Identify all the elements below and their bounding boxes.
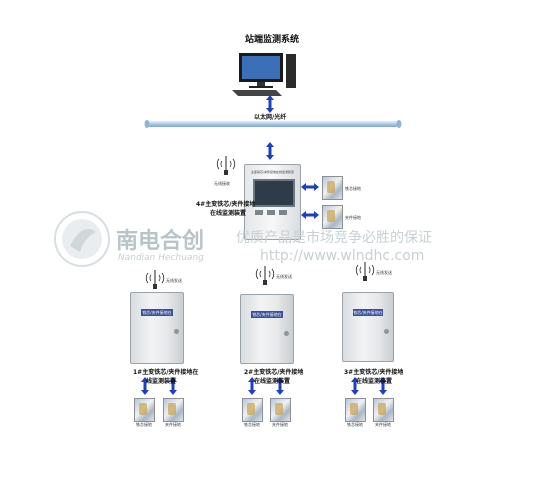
computer-icon xyxy=(232,53,296,96)
main-device-screen xyxy=(253,179,295,207)
sub2-lock-icon xyxy=(284,331,289,336)
sensor-arrow-1 xyxy=(301,183,319,191)
brand-logo-icon xyxy=(54,211,110,267)
sub2-sensor-label-2: 夹件接地 xyxy=(272,422,288,427)
main-sensor-label-2: 夹件接地 xyxy=(345,215,361,220)
sub2-name-1: 2#主变铁芯/夹件接地 xyxy=(244,369,304,376)
sub3-name-2: 在线监测装置 xyxy=(356,378,393,385)
sub1-sensor-label-2: 夹件接地 xyxy=(165,422,181,427)
sub1-sensor-label-1: 铁芯接地 xyxy=(136,422,152,427)
watermark-slogan: 优质产品是市场竞争必胜的保证 xyxy=(236,230,432,246)
system-title: 站端监测系统 xyxy=(245,35,300,45)
main-device-button xyxy=(255,210,263,215)
sub3-wireless-label: 无线发送 xyxy=(376,270,392,275)
antenna-main-icon xyxy=(216,155,236,176)
sub1-monitoring-device: 铁芯/夹件接地在线监测装置 xyxy=(130,292,184,364)
watermark-brand-cn: 南电合创 xyxy=(116,229,205,254)
watermark-brand-en: Nandian Hechuang xyxy=(118,253,204,263)
sub1-sensor-2 xyxy=(163,398,184,422)
link-arrow-bus xyxy=(266,142,274,160)
sub2-monitoring-device: 铁芯/夹件接地在线监测装置 xyxy=(240,294,294,364)
main-sensor-2 xyxy=(322,205,343,229)
sub3-panel-title: 铁芯/夹件接地在线监测装置 xyxy=(353,309,383,316)
ethernet-bus xyxy=(144,120,402,128)
sub3-sensor-label-1: 铁芯接地 xyxy=(347,422,363,427)
watermark-url: http://www.wlndhc.com xyxy=(260,248,425,264)
sensor-arrow-2 xyxy=(301,211,319,219)
link-arrow-top xyxy=(266,95,274,113)
main-monitoring-device: 主变铁芯/夹件接地在线监测装置 xyxy=(244,164,301,240)
sub2-name-2: 在线监测装置 xyxy=(254,378,291,385)
antenna-sub2-icon xyxy=(255,265,275,286)
network-label: 以太网/光纤 xyxy=(254,114,287,121)
main-device-name-1: 4#主变铁芯/夹件接地 xyxy=(196,201,256,208)
main-wireless-label: 无线接收 xyxy=(214,181,230,186)
antenna-sub3-icon xyxy=(355,261,375,282)
antenna-sub1-icon xyxy=(145,269,165,290)
sub2-sensor-label-1: 铁芯接地 xyxy=(244,422,260,427)
sub1-name-2: 线监测装置 xyxy=(146,378,177,385)
sub3-sensor-1 xyxy=(345,398,366,422)
sub3-monitoring-device: 铁芯/夹件接地在线监测装置 xyxy=(342,292,394,362)
sub1-wireless-label: 无线发送 xyxy=(166,278,182,283)
sub3-name-1: 3#主变铁芯/夹件接地 xyxy=(344,369,404,376)
main-panel-title: 主变铁芯/夹件接地在线监测装置 xyxy=(250,170,294,174)
sub1-panel-title: 铁芯/夹件接地在线监测装置 xyxy=(141,309,173,316)
main-device-button xyxy=(267,210,275,215)
sub1-name-1: 1#主变铁芯/夹件接地在 xyxy=(133,369,199,376)
sub3-sensor-2 xyxy=(373,398,394,422)
sub3-lock-icon xyxy=(384,329,389,334)
main-sensor-label-1: 铁芯接地 xyxy=(345,186,361,191)
main-device-button xyxy=(279,210,287,215)
sub2-wireless-label: 无线发送 xyxy=(276,274,292,279)
main-sensor-1 xyxy=(322,176,343,200)
sub2-sensor-2 xyxy=(270,398,291,422)
sub3-sensor-label-2: 夹件接地 xyxy=(375,422,391,427)
sub2-panel-title: 铁芯/夹件接地在线监测装置 xyxy=(251,311,283,318)
sub1-lock-icon xyxy=(174,329,179,334)
main-device-name-2: 在线监测装置 xyxy=(210,210,247,217)
sub2-sensor-1 xyxy=(242,398,263,422)
sub1-sensor-1 xyxy=(134,398,155,422)
